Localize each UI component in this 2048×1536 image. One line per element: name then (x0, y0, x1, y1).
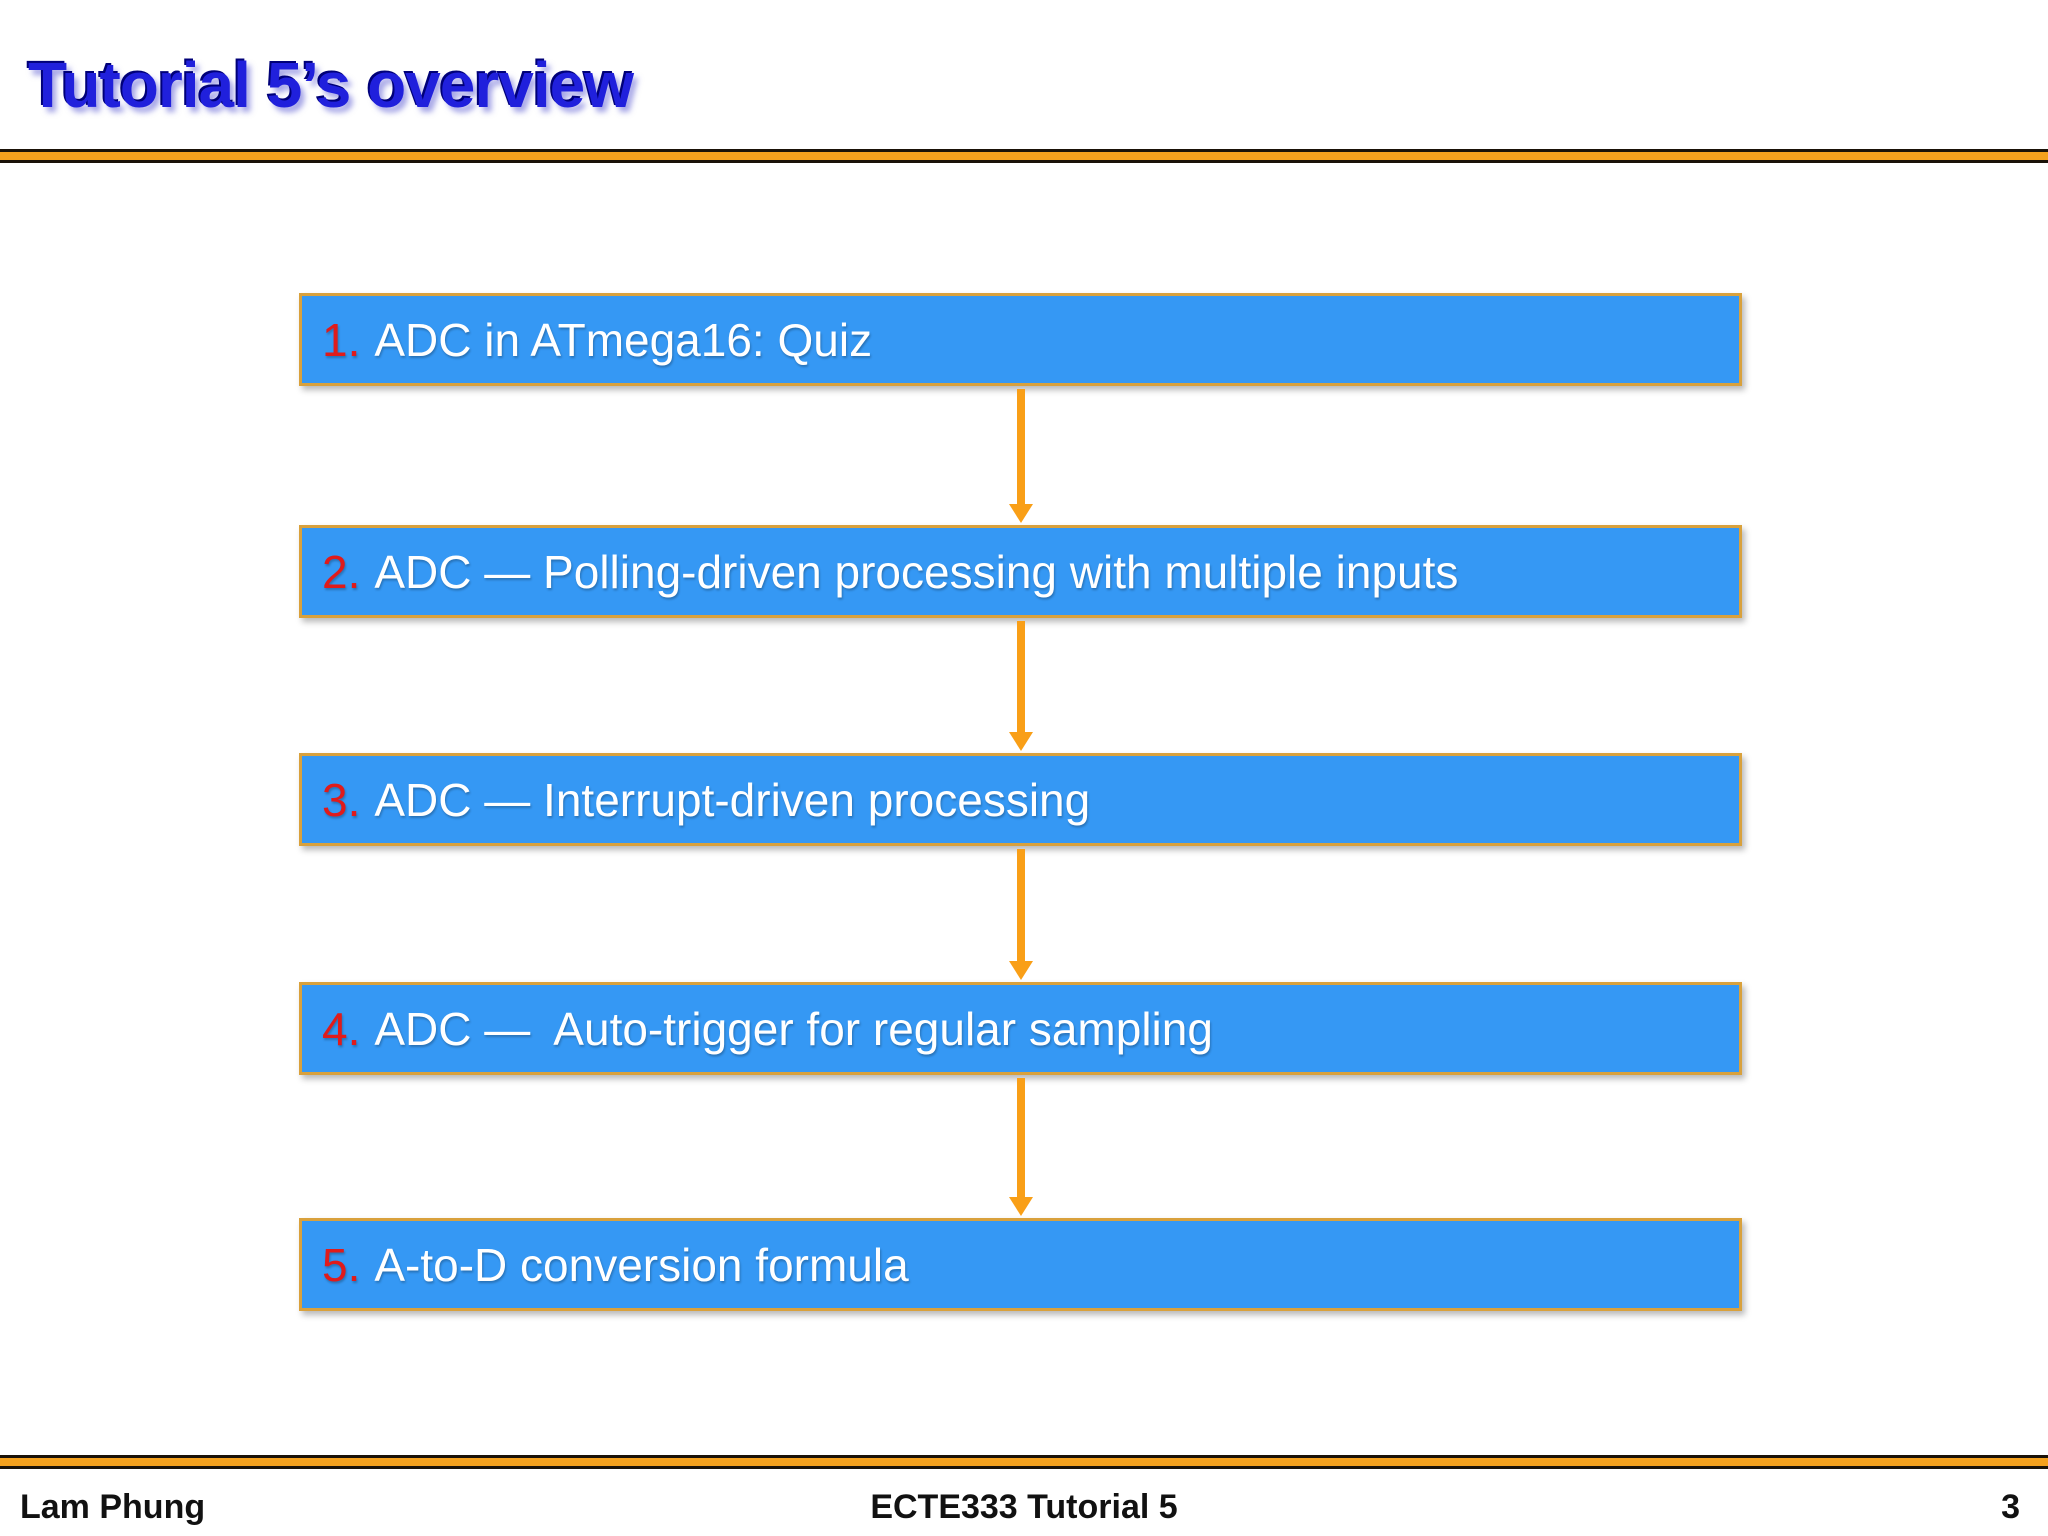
arrow-shaft (1017, 849, 1025, 963)
footer-divider (0, 1455, 2048, 1469)
footer-course: ECTE333 Tutorial 5 (870, 1488, 1178, 1526)
flow-arrow-4 (1009, 1078, 1033, 1216)
flow-box-number: 5. (322, 1238, 361, 1291)
flow-box-4: 4. ADC — Auto-trigger for regular sampli… (299, 982, 1742, 1075)
arrow-head-icon (1009, 732, 1033, 751)
arrow-shaft (1017, 389, 1025, 506)
arrow-head-icon (1009, 504, 1033, 523)
page-number: 3 (2001, 1488, 2020, 1526)
page-title: Tutorial 5’s overview (28, 49, 634, 121)
flow-box-number: 1. (322, 313, 361, 366)
flow-arrow-1 (1009, 389, 1033, 523)
header-divider (0, 149, 2048, 163)
flow-box-label: A-to-D conversion formula (374, 1238, 909, 1291)
flow-box-3: 3. ADC — Interrupt-driven processing (299, 753, 1742, 846)
arrow-shaft (1017, 1078, 1025, 1199)
flow-box-label: ADC — Auto-trigger for regular sampling (374, 1002, 1213, 1055)
flow-arrow-3 (1009, 849, 1033, 980)
flow-box-2: 2. ADC — Polling-driven processing with … (299, 525, 1742, 618)
arrow-head-icon (1009, 961, 1033, 980)
flow-box-label: ADC — Interrupt-driven processing (374, 773, 1091, 826)
flow-box-5: 5. A-to-D conversion formula (299, 1218, 1742, 1311)
arrow-head-icon (1009, 1197, 1033, 1216)
flow-box-number: 3. (322, 773, 361, 826)
footer-author: Lam Phung (20, 1488, 206, 1526)
flow-arrow-2 (1009, 621, 1033, 751)
flow-box-number: 2. (322, 545, 361, 598)
flow-box-number: 4. (322, 1002, 361, 1055)
arrow-shaft (1017, 621, 1025, 734)
flow-box-1: 1. ADC in ATmega16: Quiz (299, 293, 1742, 386)
flow-box-label: ADC — Polling-driven processing with mul… (374, 545, 1459, 598)
flow-box-label: ADC in ATmega16: Quiz (374, 313, 873, 366)
